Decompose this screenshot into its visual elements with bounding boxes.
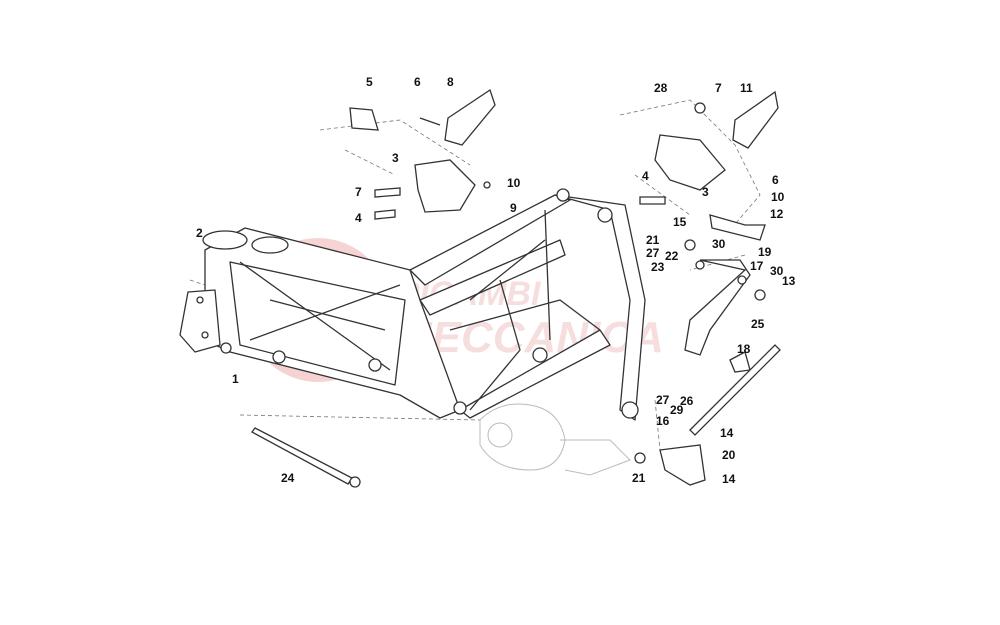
callout-label: 19 (758, 245, 772, 259)
callout-label: 9 (510, 201, 517, 215)
callout-label: 6 (772, 173, 779, 187)
callout-label: 1 (232, 372, 239, 386)
callout-label: 28 (654, 81, 668, 95)
callout-label: 3 (392, 151, 399, 165)
callout-label: 4 (355, 211, 362, 225)
callout-label: 21 (632, 471, 646, 485)
callout-label: 23 (651, 260, 665, 274)
callout-label: 3 (702, 185, 709, 199)
callout-label: 8 (447, 75, 454, 89)
callout-label: 30 (770, 264, 784, 278)
callout-label: 5 (366, 75, 373, 89)
callout-label: 10 (771, 190, 785, 204)
callout-label: 13 (782, 274, 796, 288)
left-footpeg-bracket (349, 88, 496, 220)
callout-label: 14 (722, 472, 736, 486)
callout-label: 2 (196, 226, 203, 240)
callout-label: 18 (737, 342, 751, 356)
callout-label: 4 (642, 169, 649, 183)
callout-label: 6 (414, 75, 421, 89)
callout-label: 26 (680, 394, 694, 408)
callout-label: 20 (722, 448, 736, 462)
callout-label: 16 (656, 414, 670, 428)
callout-label: 29 (670, 403, 684, 417)
callout-label: 7 (715, 81, 722, 95)
callout-label: 27 (646, 246, 660, 260)
callout-label: 7 (355, 185, 362, 199)
callout-label: 15 (673, 215, 687, 229)
ghost-engine-outline (479, 403, 631, 476)
callout-label: 21 (646, 233, 660, 247)
callout-label: 11 (740, 81, 753, 95)
callout-label: 27 (656, 393, 670, 407)
callout-label: 25 (751, 317, 765, 331)
callout-label: 30 (712, 237, 726, 251)
callout-label: 14 (720, 426, 734, 440)
callout-label: 24 (281, 471, 295, 485)
frame-assembly (179, 188, 646, 421)
callout-label: 12 (770, 207, 784, 221)
right-footpeg-and-pedal (634, 90, 781, 486)
swingarm-pivot-bolt (251, 427, 361, 488)
callout-label: 22 (665, 249, 679, 263)
callout-label: 10 (507, 176, 521, 190)
callout-label: 17 (750, 259, 764, 273)
